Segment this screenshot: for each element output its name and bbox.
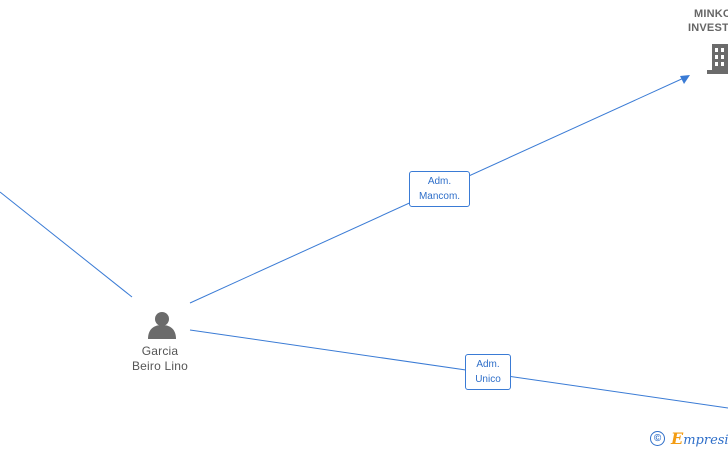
edge-label-line2: Mancom. xyxy=(418,191,461,202)
edge-label-line2: Unico xyxy=(475,374,501,385)
brand-logo-rest: mpresia xyxy=(683,432,728,448)
edge-person-to-right xyxy=(189,329,728,409)
person-icon[interactable] xyxy=(148,312,176,339)
edge-label-line1: Adm. xyxy=(476,359,500,370)
company-name-line2: INVEST xyxy=(688,22,728,34)
copyright-icon: © xyxy=(650,430,665,446)
edge-arrowhead xyxy=(680,75,690,84)
edge-incoming-upper-left xyxy=(0,191,133,298)
person-name-line2: Beiro Lino xyxy=(131,359,189,373)
company-node-label[interactable]: MINKO INVEST xyxy=(686,7,728,35)
brand-logo-initial: E xyxy=(671,428,684,448)
person-node-label[interactable]: Garcia Beiro Lino xyxy=(110,344,210,374)
edge-label-line1: Adm. xyxy=(427,176,452,187)
building-icon[interactable] xyxy=(707,44,728,74)
brand-watermark: © Empresia xyxy=(650,428,728,448)
person-name-line1: Garcia xyxy=(141,344,179,358)
edge-label-adm-mancom[interactable]: Adm. Mancom. xyxy=(409,171,470,207)
company-name-line1: MINKO xyxy=(694,8,728,20)
brand-logo-text: Empresia xyxy=(671,429,728,448)
edge-label-adm-unico[interactable]: Adm. Unico xyxy=(465,354,511,390)
